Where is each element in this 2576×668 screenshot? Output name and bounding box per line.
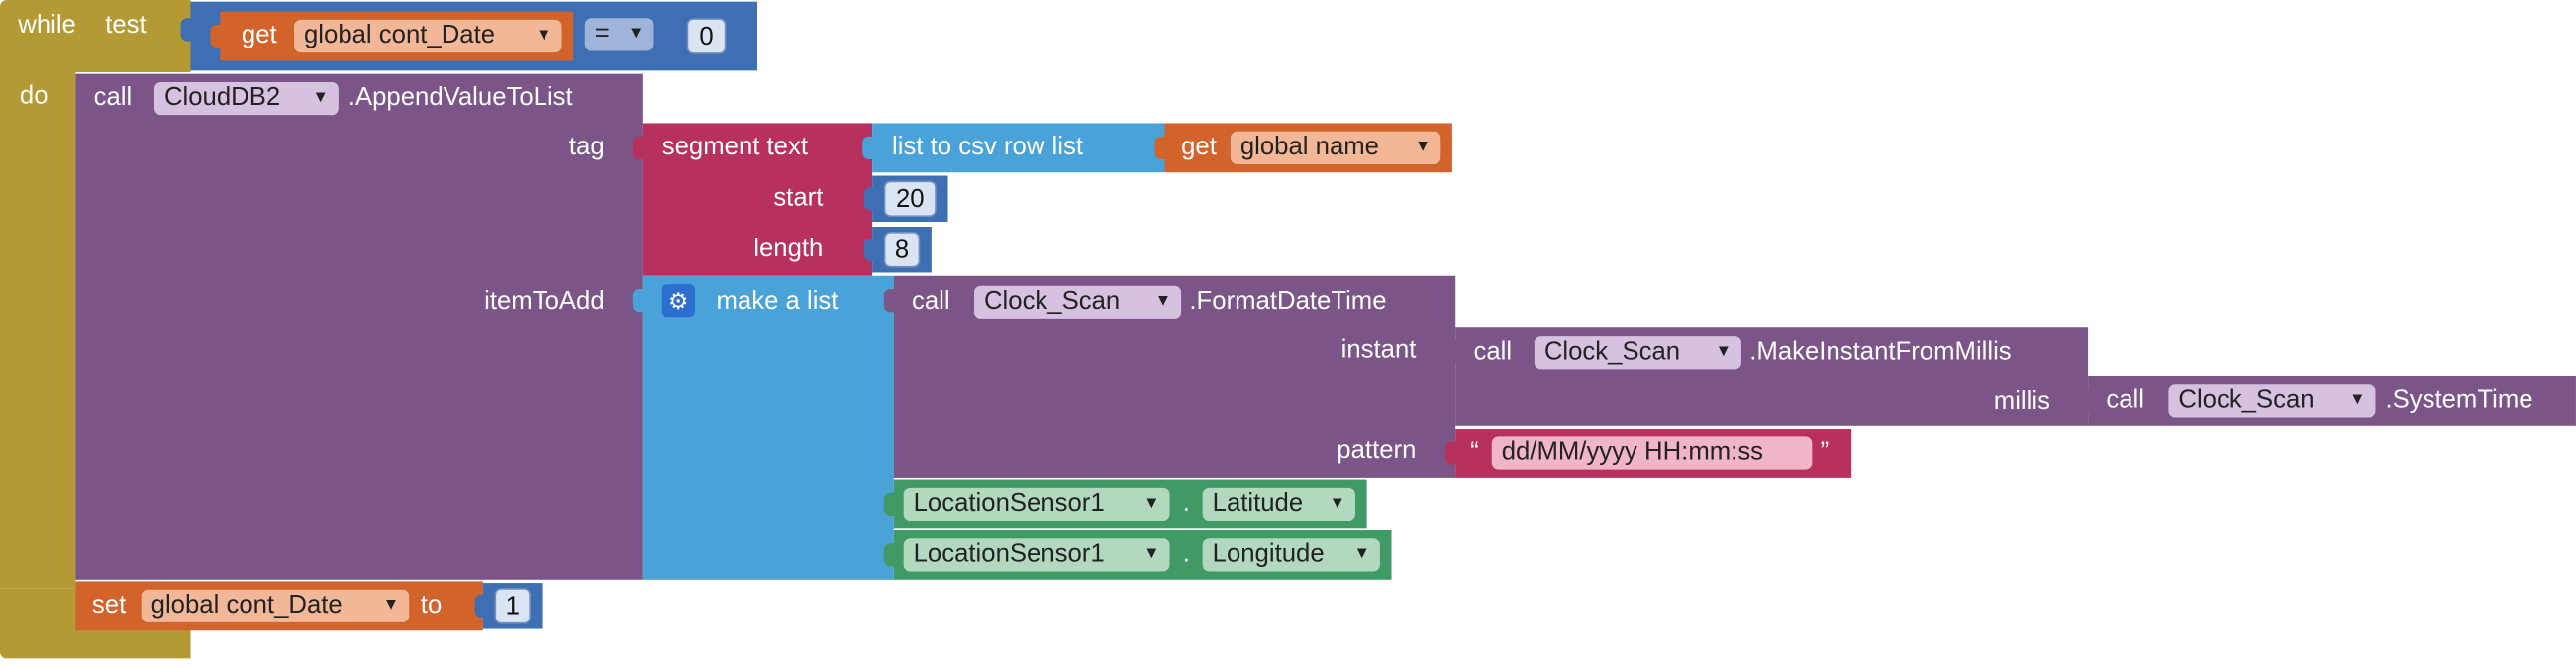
get-label: get — [241, 21, 277, 49]
millis-label: millis — [1993, 387, 2050, 416]
call-label: call — [2106, 385, 2144, 415]
method-label: .FormatDateTime — [1189, 287, 1387, 316]
get-label: get — [1181, 133, 1217, 161]
chevron-down-icon: ▼ — [2349, 390, 2366, 410]
longitude-block[interactable]: LocationSensor1 ▼ . Longitude ▼ — [883, 529, 1392, 580]
dot-label: . — [1182, 489, 1190, 518]
chevron-down-icon: ▼ — [1715, 342, 1733, 362]
segment-label: segment text — [661, 133, 809, 161]
while-label: while — [18, 11, 76, 40]
format-date-time-block[interactable]: call Clock_Scan ▼ .FormatDateTime instan… — [883, 275, 1456, 478]
test-number-block[interactable]: 0 — [665, 13, 743, 59]
set-label: set — [91, 591, 127, 620]
pattern-text-block[interactable]: “ dd/MM/yyyy HH:mm:ss ” — [1445, 429, 1852, 478]
make-list-block[interactable]: ⚙ make a list — [632, 275, 894, 580]
append-value-block[interactable]: call CloudDB2 ▼ .AppendValueToList tag i… — [75, 73, 643, 580]
test-label: test — [105, 11, 147, 40]
do-label: do — [19, 81, 49, 111]
component-dropdown[interactable]: LocationSensor1 ▼ — [903, 538, 1170, 572]
dot-label: . — [1182, 539, 1190, 569]
chevron-down-icon: ▼ — [1353, 544, 1370, 564]
chevron-down-icon: ▼ — [382, 596, 400, 615]
length-number-block[interactable]: 8 — [863, 226, 932, 273]
chevron-down-icon: ▼ — [536, 26, 552, 45]
set-variable-block[interactable]: set global cont_Date ▼ to — [75, 581, 483, 631]
while-block[interactable]: while test do — [0, 0, 191, 659]
call-label: call — [1473, 337, 1513, 367]
chevron-down-icon: ▼ — [1154, 292, 1172, 311]
set-number-block[interactable]: 1 — [474, 583, 543, 629]
method-label: .SystemTime — [2385, 385, 2533, 415]
component-dropdown[interactable]: Clock_Scan ▼ — [1534, 336, 1741, 370]
variable-dropdown[interactable]: global cont_Date ▼ — [141, 589, 410, 622]
number-value[interactable]: 1 — [494, 588, 531, 624]
to-label: to — [420, 591, 443, 620]
call-label: call — [911, 287, 950, 316]
property-dropdown[interactable]: Latitude ▼ — [1202, 487, 1356, 522]
component-dropdown[interactable]: LocationSensor1 ▼ — [903, 487, 1170, 522]
chevron-down-icon: ▼ — [1143, 544, 1160, 564]
make-list-label: make a list — [716, 287, 839, 316]
instant-label: instant — [1340, 336, 1417, 365]
call-label: call — [93, 83, 133, 112]
item-label: itemToAdd — [484, 287, 605, 316]
start-label: start — [773, 183, 824, 213]
make-instant-block[interactable]: call Clock_Scan ▼ .MakeInstantFromMillis… — [1445, 327, 2089, 426]
tag-label: tag — [568, 133, 605, 161]
latitude-block[interactable]: LocationSensor1 ▼ . Latitude ▼ — [883, 479, 1367, 529]
start-number-block[interactable]: 20 — [863, 175, 948, 223]
csv-row-label: list to csv row list — [892, 133, 1083, 161]
component-dropdown[interactable]: Clock_Scan ▼ — [974, 285, 1182, 319]
chevron-down-icon: ▼ — [1329, 494, 1346, 513]
method-label: .AppendValueToList — [347, 83, 573, 112]
close-quote: ” — [1820, 438, 1830, 467]
number-value[interactable]: 8 — [883, 231, 921, 268]
pattern-label: pattern — [1337, 436, 1417, 465]
component-dropdown[interactable]: Clock_Scan ▼ — [2168, 384, 2376, 418]
chevron-down-icon: ▼ — [1143, 494, 1160, 513]
chevron-down-icon: ▼ — [1414, 138, 1432, 156]
method-label: .MakeInstantFromMillis — [1749, 337, 2012, 367]
component-dropdown[interactable]: CloudDB2 ▼ — [153, 81, 339, 116]
property-dropdown[interactable]: Longitude ▼ — [1202, 538, 1380, 572]
segment-block[interactable]: segment text start length — [632, 123, 873, 276]
system-time-block[interactable]: call Clock_Scan ▼ .SystemTime — [2078, 376, 2576, 426]
number-value[interactable]: 0 — [686, 18, 727, 54]
chevron-down-icon: ▼ — [312, 88, 329, 107]
operator-dropdown[interactable]: = ▼ — [584, 18, 654, 51]
test-get-block[interactable]: get global cont_Date ▼ — [210, 11, 574, 61]
variable-dropdown[interactable]: global cont_Date ▼ — [294, 19, 562, 53]
name-get-block[interactable]: get global name ▼ — [1154, 123, 1452, 173]
variable-dropdown[interactable]: global name ▼ — [1230, 131, 1441, 164]
csv-row-block[interactable]: list to csv row list — [862, 123, 1165, 173]
gear-icon[interactable]: ⚙ — [661, 284, 695, 318]
open-quote: “ — [1470, 438, 1479, 467]
pattern-text-field[interactable]: dd/MM/yyyy HH:mm:ss — [1491, 436, 1813, 470]
chevron-down-icon: ▼ — [628, 24, 644, 44]
length-label: length — [753, 235, 824, 263]
number-value[interactable]: 20 — [883, 180, 937, 218]
